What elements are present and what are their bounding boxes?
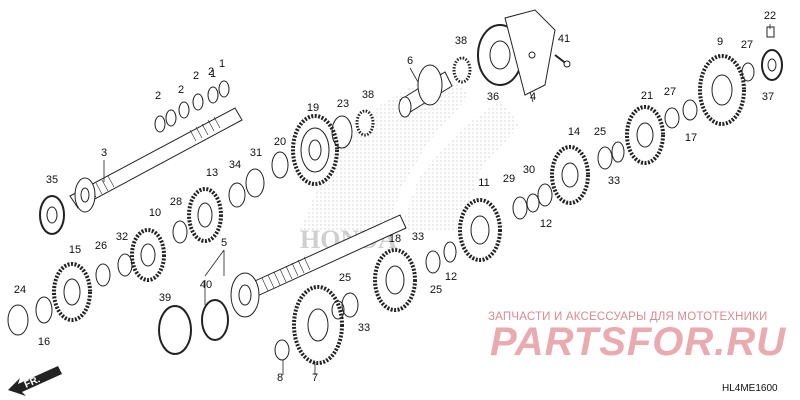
callout-23: 23 bbox=[337, 98, 349, 110]
callout-1-b: 1 bbox=[210, 68, 216, 80]
bearing-37 bbox=[761, 49, 783, 81]
bearing-35 bbox=[39, 195, 65, 235]
callout-41: 41 bbox=[558, 33, 570, 45]
callouts: 1 2 2 2 2 1 3 4 5 6 7 8 9 10 11 12 12 13… bbox=[14, 10, 776, 384]
diagram-part-number: HL4ME1600 bbox=[722, 383, 778, 394]
callout-25-a: 25 bbox=[594, 126, 606, 138]
callout-25-c: 25 bbox=[430, 284, 442, 296]
callout-30: 30 bbox=[523, 164, 535, 176]
callout-12-b: 12 bbox=[445, 271, 457, 283]
callout-37: 37 bbox=[762, 91, 774, 103]
gear-10 bbox=[130, 228, 166, 282]
callout-2-a: 2 bbox=[208, 66, 214, 78]
watermark-brand: PARTSFOR.RU bbox=[490, 320, 786, 364]
callout-3: 3 bbox=[101, 147, 107, 159]
gear-13 bbox=[187, 187, 223, 243]
callout-33-c: 33 bbox=[358, 322, 370, 334]
callout-25-b: 25 bbox=[339, 272, 351, 284]
bearing-holder-4 bbox=[504, 9, 556, 96]
callout-9: 9 bbox=[717, 36, 723, 48]
gear-15 bbox=[52, 262, 92, 322]
gear-21 bbox=[625, 105, 665, 165]
countershaft-3 bbox=[69, 107, 243, 213]
callout-39: 39 bbox=[159, 292, 171, 304]
callout-36: 36 bbox=[487, 91, 499, 103]
callout-7: 7 bbox=[312, 372, 318, 384]
callout-16: 16 bbox=[38, 336, 50, 348]
callout-12-a: 12 bbox=[540, 218, 552, 230]
callout-34: 34 bbox=[229, 159, 241, 171]
callout-35: 35 bbox=[46, 174, 58, 186]
callout-13: 13 bbox=[206, 167, 218, 179]
callout-2-d: 2 bbox=[155, 90, 161, 102]
callout-8: 8 bbox=[277, 372, 283, 384]
callout-11: 11 bbox=[478, 177, 489, 189]
washers bbox=[7, 62, 755, 361]
callout-17: 17 bbox=[685, 132, 697, 144]
callout-28: 28 bbox=[170, 196, 182, 208]
callout-33-a: 33 bbox=[608, 175, 620, 187]
callout-18: 18 bbox=[389, 233, 401, 245]
callout-32: 32 bbox=[116, 231, 128, 243]
callout-2-c: 2 bbox=[178, 84, 184, 96]
callout-38-b: 38 bbox=[362, 89, 374, 101]
callout-27-b: 27 bbox=[664, 86, 676, 98]
callout-19: 19 bbox=[307, 102, 319, 114]
callout-6: 6 bbox=[407, 55, 413, 67]
callout-1-a: 1 bbox=[219, 58, 225, 70]
callout-15: 15 bbox=[69, 244, 81, 256]
callout-31: 31 bbox=[250, 147, 262, 159]
callout-20: 20 bbox=[274, 136, 286, 148]
callout-29: 29 bbox=[503, 173, 515, 185]
callout-2-b: 2 bbox=[193, 70, 199, 82]
shaft-6 bbox=[398, 64, 453, 118]
needle-bearing-38a bbox=[452, 56, 472, 84]
callout-27-a: 27 bbox=[741, 39, 753, 51]
callout-33-b: 33 bbox=[412, 231, 424, 243]
gear-19 bbox=[291, 114, 339, 186]
gear-11 bbox=[458, 198, 502, 262]
callout-40: 40 bbox=[200, 279, 212, 291]
callout-4: 4 bbox=[530, 91, 536, 103]
needle-bearing-38b bbox=[355, 109, 375, 137]
callout-21: 21 bbox=[641, 90, 653, 102]
gear-18 bbox=[373, 248, 417, 312]
callout-5: 5 bbox=[221, 237, 227, 249]
dowel-22 bbox=[766, 26, 775, 38]
callout-10: 10 bbox=[149, 207, 161, 219]
callout-22: 22 bbox=[764, 10, 776, 22]
wing-logo bbox=[300, 70, 520, 230]
mainshaft-5 bbox=[230, 214, 407, 318]
bolt-41 bbox=[554, 54, 571, 68]
front-direction-arrow: FR. bbox=[8, 366, 62, 396]
gear-9 bbox=[698, 54, 746, 126]
callout-38-a: 38 bbox=[455, 35, 467, 47]
callout-14: 14 bbox=[568, 126, 580, 138]
callout-26: 26 bbox=[95, 240, 107, 252]
callout-24: 24 bbox=[14, 284, 26, 296]
gear-14 bbox=[550, 145, 590, 205]
watermark-caption: ЗАПЧАСТИ И АКСЕССУАРЫ ДЛЯ МОТОТЕХНИКИ bbox=[488, 311, 768, 323]
leader-lines bbox=[103, 24, 771, 375]
gear-7 bbox=[292, 285, 344, 365]
